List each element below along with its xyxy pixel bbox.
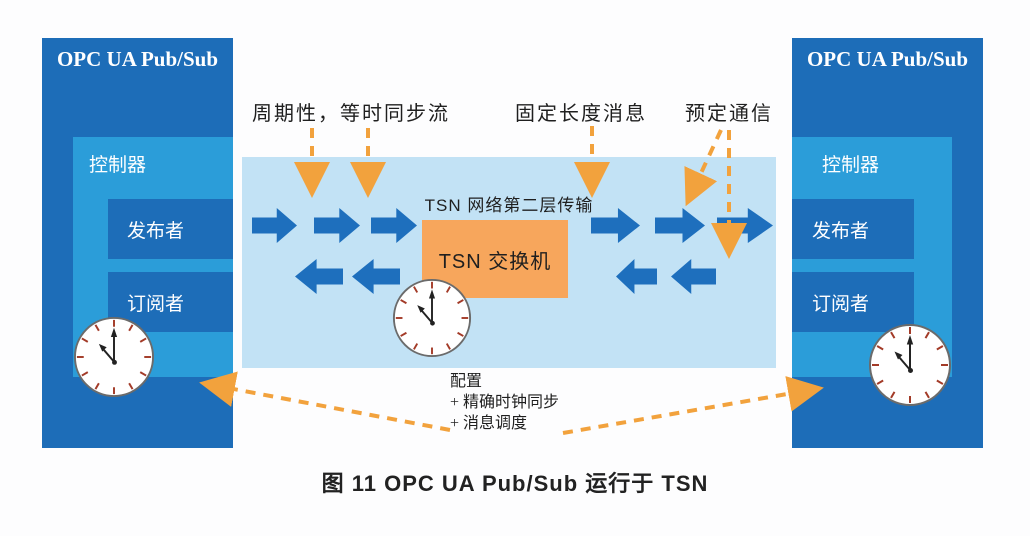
- clock-icon-middle: [392, 278, 472, 358]
- subscriber-label: 订阅者: [127, 293, 185, 315]
- dashed-arrow-config-to-left-clock: [199, 371, 451, 432]
- label-scheduled-communication: 预定通信: [685, 103, 773, 125]
- tsn-transport-label: TSN 网络第二层传输: [424, 196, 594, 215]
- config-item: + 精确时钟同步: [450, 394, 560, 411]
- config-item: + 消息调度: [450, 415, 528, 432]
- config-text-block: 配置 + 精确时钟同步 + 消息调度: [450, 371, 559, 434]
- publisher-label: 发布者: [127, 220, 185, 242]
- publisher-box: 发布者: [108, 199, 233, 259]
- tsn-switch-box: TSN 交换机: [422, 220, 568, 298]
- controller-label: 控制器: [822, 155, 880, 176]
- figure-caption: 图 11 OPC UA Pub/Sub 运行于 TSN: [321, 471, 709, 496]
- clock-icon-left: [73, 316, 155, 398]
- tsn-switch-label: TSN 交换机: [438, 250, 552, 273]
- publisher-box: 发布者: [792, 199, 914, 259]
- subscriber-label: 订阅者: [812, 293, 870, 315]
- subscriber-box: 订阅者: [792, 272, 914, 332]
- label-fixed-length-messages: 固定长度消息: [515, 103, 647, 125]
- dashed-arrow-config-to-right-clock: [562, 376, 824, 435]
- publisher-label: 发布者: [812, 220, 870, 242]
- controller-label: 控制器: [89, 155, 147, 176]
- label-periodic-streams: 周期性，等时同步流: [252, 103, 450, 125]
- config-title: 配置: [450, 373, 483, 390]
- opc-ua-node-left: OPC UA Pub/Sub 控制器 发布者 订阅者: [42, 38, 233, 448]
- node-title: OPC UA Pub/Sub: [56, 47, 219, 71]
- clock-icon-right: [868, 323, 952, 407]
- node-title: OPC UA Pub/Sub: [806, 47, 969, 71]
